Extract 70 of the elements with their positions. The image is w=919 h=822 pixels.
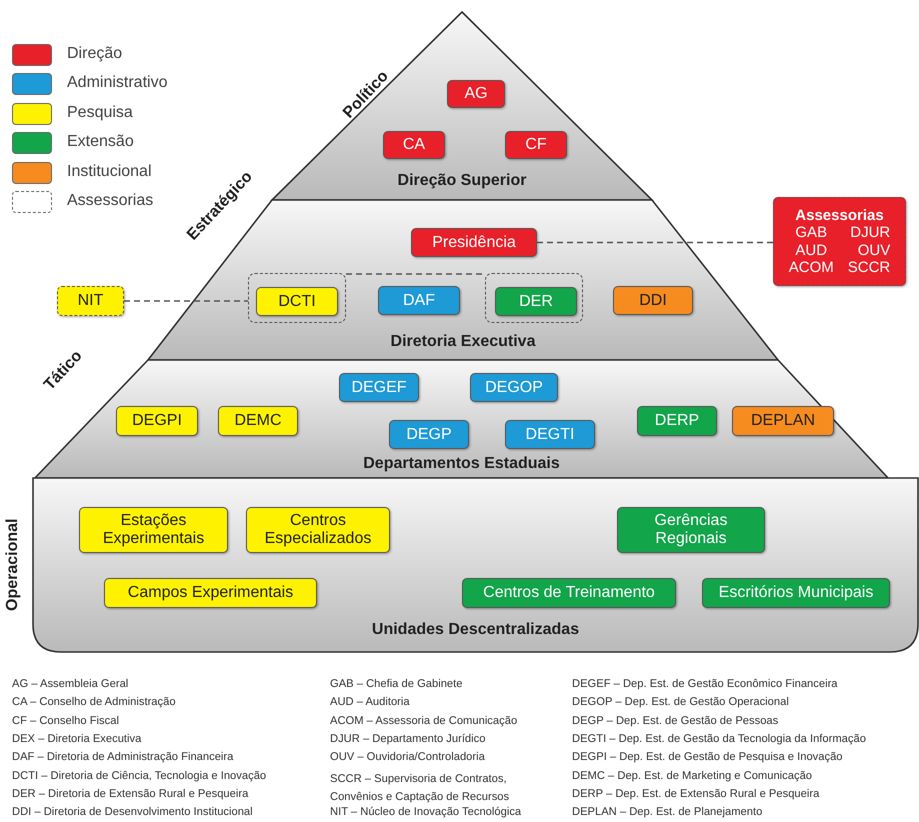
- connector-line: [124, 300, 248, 302]
- unit-box: DER: [495, 287, 577, 316]
- unit-box: Centros Especializados: [246, 507, 390, 553]
- advisory-text: SCCR: [848, 258, 890, 276]
- level-label: Operacional: [4, 518, 22, 611]
- unit-box: DEPLAN: [732, 406, 834, 436]
- tier-title: Unidades Descentralizadas: [372, 621, 580, 639]
- unit-box: CF: [505, 131, 567, 159]
- unit-box: Gerências Regionais: [617, 507, 765, 553]
- unit-box: DERP: [637, 406, 717, 436]
- legend-label: Institucional: [67, 162, 152, 181]
- tier-title: Departamentos Estaduais: [363, 455, 560, 473]
- tier-title: Direção Superior: [398, 172, 526, 190]
- abbreviation-note: NIT – Núcleo de Inovação Tecnológica: [330, 806, 522, 818]
- abbreviation-note: DDI – Diretoria de Desenvolvimento Institucional: [12, 806, 253, 818]
- unit-box: DDI: [613, 286, 693, 315]
- unit-box: AG: [447, 80, 505, 108]
- abbreviation-note: DER – Diretoria de Extensão Rural e Pesqueira: [12, 788, 248, 800]
- abbreviation-note: DEMC – Dep. Est. de Marketing e Comunicação: [572, 770, 812, 782]
- advisory-text: Assessorias: [794, 207, 885, 224]
- abbreviation-note: DEGP – Dep. Est. de Gestão de Pessoas: [572, 714, 778, 727]
- advisory-text: DJUR: [849, 224, 890, 242]
- abbreviation-note: CA – Conselho de Administração: [12, 696, 176, 708]
- unit-box: DEGP: [389, 420, 469, 449]
- abbreviation-note: DJUR – Departamento Jurídico: [330, 732, 486, 745]
- advisory-text: ACOM: [788, 258, 834, 276]
- connector-line: [537, 242, 773, 244]
- dashed-group-box: [485, 273, 583, 323]
- advisory-box: [773, 197, 906, 286]
- abbreviation-note: DCTI – Diretoria de Ciência, Tecnologia e Inovação: [12, 770, 266, 782]
- abbreviation-note: AG – Assembleia Geral: [12, 678, 128, 690]
- unit-box: Presidência: [411, 228, 537, 257]
- abbreviation-note: GAB – Chefia de Gabinete: [330, 678, 462, 690]
- abbreviation-note: DEPLAN – Dep. Est. de Planejamento: [572, 806, 762, 818]
- abbreviation-note: DEX – Diretoria Executiva: [12, 732, 142, 745]
- connector-line: [346, 273, 485, 275]
- abbreviation-note: ACOM – Assessoria de Comunicação: [330, 714, 518, 727]
- unit-box: Escritórios Municipais: [702, 578, 890, 608]
- legend-label: Assessorias: [67, 192, 154, 210]
- legend-label: Direção: [67, 45, 122, 63]
- tier-title: Diretoria Executiva: [390, 333, 536, 351]
- legend-label: Extensão: [67, 133, 134, 152]
- abbreviation-note: CF – Conselho Fiscal: [12, 714, 119, 727]
- abbreviation-note: DEGEF – Dep. Est. de Gestão Econômico Financeira: [572, 678, 838, 690]
- abbreviation-note: DEGTI – Dep. Est. de Gestão da Tecnologia da Informação: [572, 732, 866, 745]
- unit-box: Campos Experimentais: [104, 578, 317, 608]
- abbreviation-note: DERP – Dep. Est. de Extensão Rural e Pesqueira: [572, 788, 820, 800]
- unit-box: CA: [383, 131, 445, 159]
- advisory-text: OUV: [856, 242, 890, 259]
- advisory-text: AUD: [794, 242, 828, 259]
- unit-box: Estações Experimentais: [79, 507, 228, 553]
- unit-box: Centros de Treinamento: [462, 578, 676, 608]
- unit-box: DEGEF: [339, 373, 419, 402]
- unit-box: DCTI: [256, 287, 338, 316]
- abbreviation-note: OUV – Ouvidoria/Controladoria: [330, 751, 485, 764]
- unit-box: DEGOP: [470, 373, 558, 402]
- abbreviation-note: AUD – Auditoria: [330, 696, 410, 708]
- unit-box: DEGTI: [505, 420, 595, 449]
- legend-label: Pesquisa: [67, 104, 133, 122]
- unit-box: NIT: [57, 286, 124, 316]
- advisory-text: GAB: [794, 224, 828, 242]
- abbreviation-note: DEGPI – Dep. Est. de Gestão de Pesquisa e Inovação: [572, 751, 843, 764]
- abbreviation-note: DAF – Diretoria de Administração Financeira: [12, 751, 234, 764]
- abbreviation-note: DEGOP – Dep. Est. de Gestão Operacional: [572, 696, 789, 708]
- dashed-group-box: [248, 273, 346, 323]
- unit-box: DAF: [378, 286, 460, 315]
- legend-label: Administrativo: [67, 74, 168, 92]
- unit-box: DEMC: [218, 406, 298, 436]
- unit-box: DEGPI: [116, 406, 198, 436]
- abbreviation-note: SCCR – Supervisoria de Contratos, Convênios e Captação de Recursos: [330, 772, 510, 805]
